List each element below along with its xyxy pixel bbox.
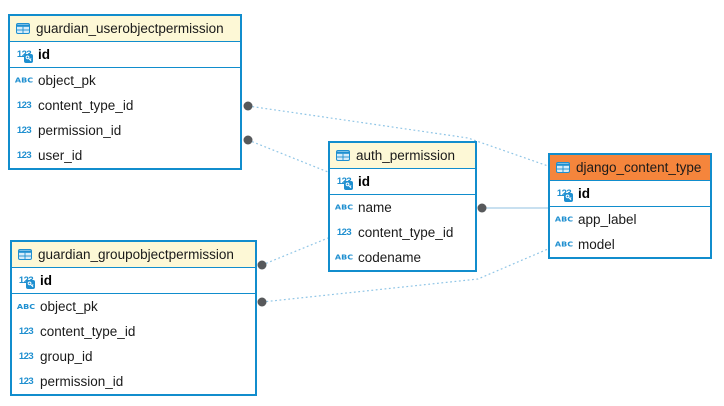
relation-guardian_userobjectpermission-to-auth_permission[interactable] — [247, 139, 329, 173]
primary-key-icon: 123 — [555, 187, 573, 202]
table-icon — [18, 249, 32, 260]
key-icon — [26, 279, 35, 289]
entity-header[interactable]: django_content_type — [550, 155, 710, 181]
entity-header[interactable]: guardian_userobjectpermission — [10, 16, 240, 42]
numeric-type-icon: 123 — [18, 351, 34, 362]
entity-name: guardian_groupobjectpermission — [38, 247, 234, 262]
relation-anchor-dot — [257, 297, 267, 307]
column-name: permission_id — [38, 123, 122, 138]
primary-key-section: 123 id — [12, 268, 255, 294]
column-row-permission_id[interactable]: 123 permission_id — [10, 118, 240, 143]
entity-name: auth_permission — [356, 148, 456, 163]
column-row-codename[interactable]: ABC codename — [330, 245, 475, 270]
column-row-id[interactable]: 123 id — [10, 42, 240, 67]
primary-key-icon: 123 — [335, 175, 353, 190]
column-row-id[interactable]: 123 id — [330, 169, 475, 194]
relation-anchor-dot — [243, 135, 253, 145]
primary-key-section: 123 id — [330, 169, 475, 195]
entity-name: guardian_userobjectpermission — [36, 21, 224, 36]
column-name: user_id — [38, 148, 83, 163]
column-row-content_type_id[interactable]: 123 content_type_id — [330, 220, 475, 245]
column-name: content_type_id — [40, 324, 136, 339]
column-name: content_type_id — [38, 98, 134, 113]
key-icon — [344, 180, 353, 190]
column-name: content_type_id — [358, 225, 454, 240]
column-name: object_pk — [38, 73, 96, 88]
column-name: id — [358, 174, 370, 189]
column-row-user_id[interactable]: 123 user_id — [10, 143, 240, 168]
numeric-type-icon: 123 — [16, 150, 32, 161]
column-name: id — [578, 186, 590, 201]
entity-django_content_type[interactable]: django_content_type123idABCapp_labelABCm… — [548, 153, 712, 259]
column-name: name — [358, 200, 392, 215]
primary-key-icon: 123 — [17, 274, 35, 289]
column-name: id — [38, 47, 50, 62]
numeric-type-icon: 123 — [18, 376, 34, 387]
entity-name: django_content_type — [576, 160, 702, 175]
column-row-name[interactable]: ABC name — [330, 195, 475, 220]
table-icon — [336, 150, 350, 161]
column-name: app_label — [578, 212, 637, 227]
relation-guardian_groupobjectpermission-to-django_content_type[interactable] — [261, 248, 549, 303]
column-name: codename — [358, 250, 422, 265]
numeric-type-icon: 123 — [336, 227, 352, 238]
table-icon — [556, 162, 570, 173]
primary-key-section: 123 id — [550, 181, 710, 207]
column-row-content_type_id[interactable]: 123 content_type_id — [10, 93, 240, 118]
column-row-model[interactable]: ABC model — [550, 232, 710, 257]
relation-guardian_userobjectpermission-to-django_content_type[interactable] — [247, 105, 549, 167]
key-icon — [564, 192, 573, 202]
numeric-type-icon: 123 — [18, 326, 34, 337]
relation-anchor-dot — [257, 260, 267, 270]
relation-guardian_groupobjectpermission-to-auth_permission[interactable] — [261, 237, 329, 266]
table-icon — [16, 23, 30, 34]
columns-section: ABC object_pk 123 content_type_id 123 permiss… — [10, 68, 240, 168]
column-name: model — [578, 237, 615, 252]
text-type-icon: ABC — [334, 253, 354, 262]
column-name: id — [40, 273, 52, 288]
text-type-icon: ABC — [554, 215, 574, 224]
entity-auth_permission[interactable]: auth_permission123idABCname123content_ty… — [328, 141, 477, 272]
column-name: object_pk — [40, 299, 98, 314]
primary-key-icon: 123 — [15, 48, 33, 63]
entity-guardian_userobjectpermission[interactable]: guardian_userobjectpermission123idABCobj… — [8, 14, 242, 170]
column-row-permission_id[interactable]: 123 permission_id — [12, 369, 255, 394]
column-row-id[interactable]: 123 id — [550, 181, 710, 206]
primary-key-section: 123 id — [10, 42, 240, 68]
text-type-icon: ABC — [334, 203, 354, 212]
numeric-type-icon: 123 — [16, 100, 32, 111]
column-row-group_id[interactable]: 123 group_id — [12, 344, 255, 369]
column-row-object_pk[interactable]: ABC object_pk — [12, 294, 255, 319]
column-row-object_pk[interactable]: ABC object_pk — [10, 68, 240, 93]
relation-anchor-dot — [477, 203, 487, 213]
column-row-content_type_id[interactable]: 123 content_type_id — [12, 319, 255, 344]
key-icon — [24, 53, 33, 63]
column-row-app_label[interactable]: ABC app_label — [550, 207, 710, 232]
column-row-id[interactable]: 123 id — [12, 268, 255, 293]
entity-header[interactable]: guardian_groupobjectpermission — [12, 242, 255, 268]
text-type-icon: ABC — [14, 76, 34, 85]
column-name: group_id — [40, 349, 93, 364]
entity-header[interactable]: auth_permission — [330, 143, 475, 169]
entity-guardian_groupobjectpermission[interactable]: guardian_groupobjectpermission123idABCob… — [10, 240, 257, 396]
columns-section: ABC object_pk 123 content_type_id 123 group_i… — [12, 294, 255, 394]
text-type-icon: ABC — [16, 302, 36, 311]
text-type-icon: ABC — [554, 240, 574, 249]
numeric-type-icon: 123 — [16, 125, 32, 136]
relation-anchor-dot — [243, 101, 253, 111]
column-name: permission_id — [40, 374, 124, 389]
